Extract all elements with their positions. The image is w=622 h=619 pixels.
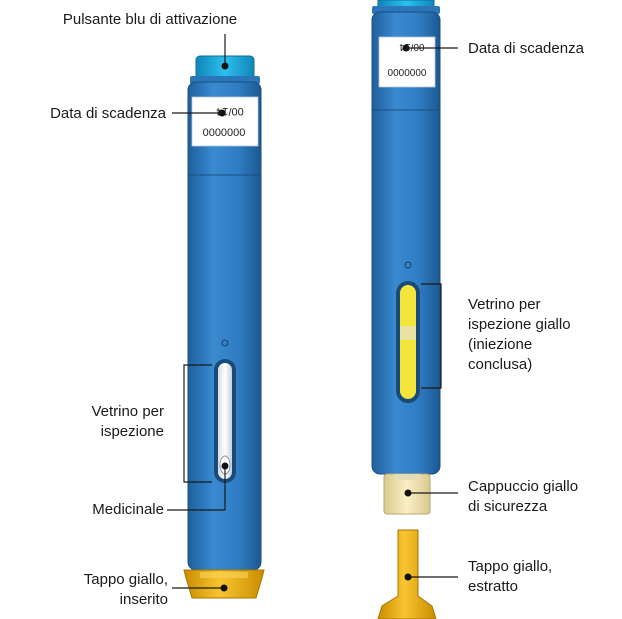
- left-sticker-line1: 00/14: [216, 105, 244, 117]
- label-yellow-cap-inserted: Tappo giallo, inserito: [83, 571, 168, 608]
- right-sticker-line1: 00/14: [399, 41, 424, 52]
- label-expiry-left: Data di scadenza: [50, 105, 166, 122]
- label-inspection-window-yellow: Vetrino per ispezione giallo (iniezione …: [468, 296, 571, 373]
- label-yellow-cap-removed: Tappo giallo, estratto: [468, 558, 553, 595]
- label-medicine: Medicinale: [92, 501, 164, 518]
- left-sticker-line2: 0000000: [203, 127, 246, 139]
- label-expiry-right: Data di scadenza: [468, 40, 584, 57]
- right-sticker-line2: 0000000: [388, 68, 427, 79]
- left-expiry-sticker: [191, 96, 259, 147]
- label-activation-button: Pulsante blu di attivazione: [62, 11, 238, 28]
- label-safety-cap: Cappuccio giallo di sicurezza: [468, 478, 579, 515]
- leader-dots: [218, 44, 412, 592]
- left-pen: [183, 55, 265, 599]
- label-inspection-window: Vetrino per ispezione: [91, 403, 164, 440]
- leader-lines: [167, 34, 458, 589]
- right-pen: [371, 0, 441, 619]
